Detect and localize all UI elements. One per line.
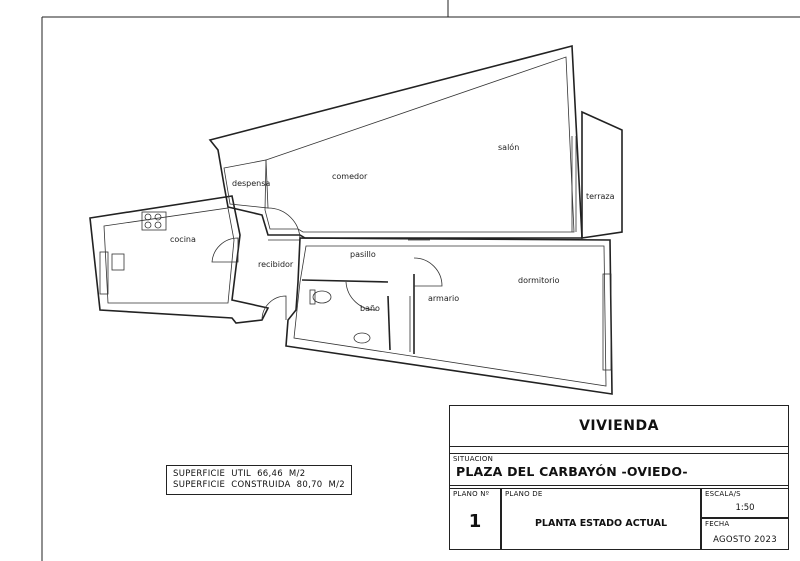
door-dormitorio (413, 257, 443, 287)
bano-wall-right (387, 295, 391, 351)
situacion-label: SITUACION (453, 455, 494, 463)
label-despensa: despensa (232, 179, 270, 188)
escala-cell: ESCALA/S 1:50 (701, 488, 789, 518)
wall-cocina-inner (103, 207, 235, 304)
label-cocina: cocina (170, 235, 196, 244)
cocina-window (99, 251, 109, 295)
stove (141, 211, 167, 231)
title-row: VIVIENDA (449, 405, 789, 447)
surface-util: SUPERFICIE UTIL 66,46 M/2 (173, 469, 306, 479)
plano-no-value: 1 (468, 511, 482, 532)
wall-cocina (89, 195, 270, 324)
fecha-cell: FECHA AGOSTO 2023 (701, 518, 789, 550)
wall-bedroom-block (285, 237, 613, 395)
bedroom-window (602, 273, 612, 371)
stove-burner (144, 221, 152, 229)
label-comedor: comedor (332, 172, 368, 181)
washbasin (353, 332, 371, 344)
label-salon: salón (498, 142, 519, 152)
escala-value: 1:50 (735, 503, 755, 513)
situacion-row: SITUACION PLAZA DEL CARBAYÓN -OVIEDO- (449, 453, 789, 486)
door-entry (261, 295, 287, 321)
escala-label: ESCALA/S (705, 490, 741, 498)
plano-de-value: PLANTA ESTADO ACTUAL (534, 518, 668, 529)
fecha-label: FECHA (705, 520, 730, 528)
wall-living-inner (264, 56, 575, 233)
surface-box: SUPERFICIE UTIL 66,46 M/2 SUPERFICIE CON… (166, 465, 352, 495)
kitchen-sink (111, 253, 125, 271)
label-armario: armario (428, 294, 459, 303)
door-bano (345, 281, 377, 311)
stove-burner (154, 221, 162, 229)
plano-no-label: PLANO Nº (453, 490, 490, 498)
situacion-value: PLAZA DEL CARBAYÓN -OVIEDO- (456, 464, 688, 479)
wall-terraza (581, 110, 623, 239)
label-terraza: terraza (586, 192, 615, 201)
toilet (312, 290, 332, 304)
title-vivienda: VIVIENDA (579, 418, 659, 434)
wall-bedroom-inner (293, 245, 607, 387)
stove-burner (144, 213, 152, 221)
plano-de-cell: PLANO DE PLANTA ESTADO ACTUAL (501, 488, 701, 550)
wall-living (208, 44, 583, 239)
bano-wall-top (301, 279, 389, 283)
surface-construida: SUPERFICIE CONSTRUIDA 80,70 M/2 (173, 480, 345, 490)
plano-no-cell: PLANO Nº 1 (449, 488, 501, 550)
plano-de-label: PLANO DE (505, 490, 543, 498)
label-pasillo: pasillo (350, 250, 376, 259)
fecha-value: AGOSTO 2023 (713, 535, 777, 545)
label-bano: baño (360, 304, 380, 313)
label-dormitorio: dormitorio (518, 276, 560, 285)
label-recibidor: recibidor (258, 260, 294, 269)
toilet-tank (309, 289, 316, 305)
door-recibidor-2 (211, 237, 239, 263)
stove-burner (154, 213, 162, 221)
